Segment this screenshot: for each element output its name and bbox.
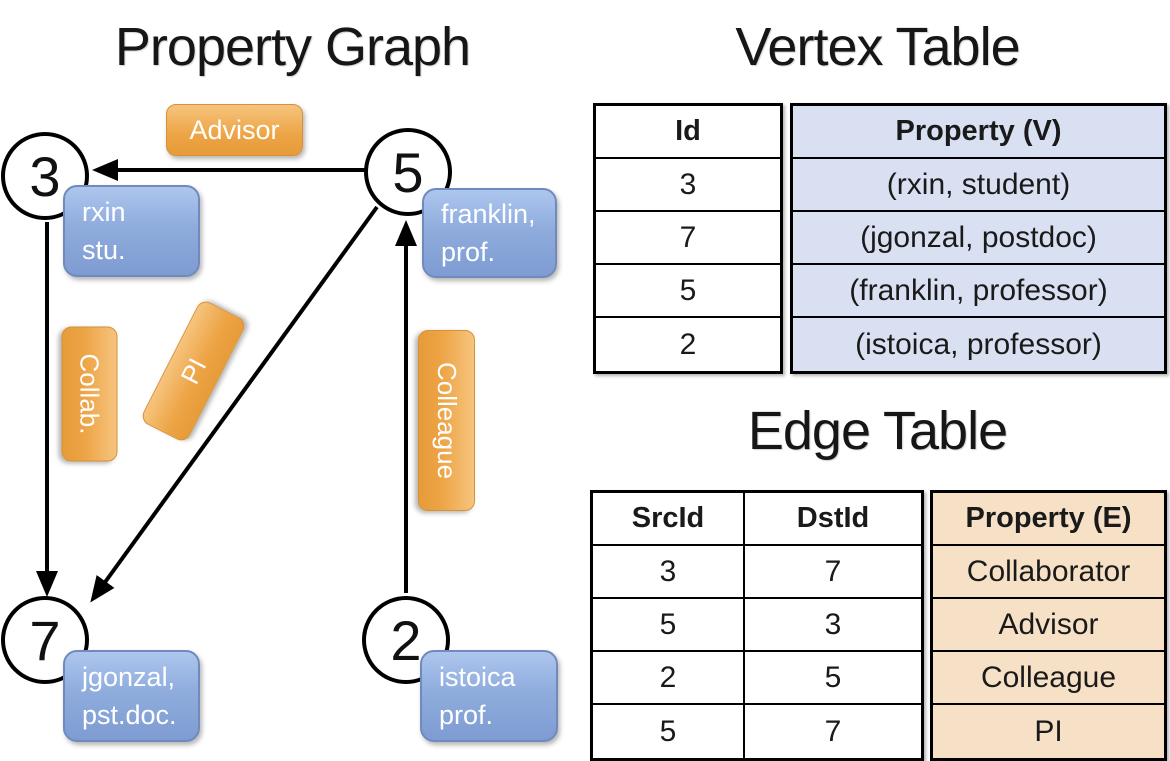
edge-label-collaborator-text: Collab. [75, 353, 105, 435]
edge-label-colleague: Colleague [418, 330, 475, 511]
edge-line-pi-5-7 [90, 205, 379, 603]
edge-table-dst-cell: 7 [745, 546, 921, 599]
vertex-table-header-id: Id [596, 106, 780, 159]
edge-table-property-cell: Colleague [933, 652, 1164, 705]
edge-label-advisor-text: Advisor [189, 114, 280, 145]
vertex-table-property-cell: (istoica, professor) [855, 327, 1102, 361]
edge-table-dst-cell: 7 [824, 714, 842, 748]
graph-edges-svg [36, 159, 417, 603]
vertex-table-property-column: Property (V) (rxin, student) (jgonzal, p… [790, 103, 1167, 374]
node-7-id: 7 [29, 608, 61, 672]
vertex-label-node-2-line2: prof. [439, 700, 494, 730]
vertex-label-node-2-line1: istoica [439, 662, 516, 692]
node-2-id: 2 [390, 608, 422, 672]
property-graph-title: Property Graph [114, 17, 471, 77]
edge-label-pi-text: PI [174, 353, 212, 389]
edge-table-title: Edge Table [747, 401, 1008, 461]
vertex-table-id-cell: 3 [596, 159, 780, 212]
edge-table-dst-cell: 3 [745, 599, 921, 652]
vertex-table-id-cell: 2 [679, 327, 697, 361]
vertex-label-node-5: franklin, prof. [422, 188, 557, 278]
vertex-label-node-7-line2: pst.doc. [82, 700, 177, 730]
edge-table-src-cell: 2 [593, 652, 745, 705]
edge-label-colleague-text: Colleague [432, 361, 462, 480]
edge-table-header-property: Property (E) [933, 493, 1164, 546]
vertex-label-node-7: jgonzal, pst.doc. [63, 650, 200, 742]
edge-label-collaborator: Collab. [61, 326, 118, 462]
edge-label-advisor: Advisor [166, 104, 303, 156]
vertex-table-property-cell: (jgonzal, postdoc) [793, 212, 1164, 265]
graph-node-2: 2 [362, 596, 450, 684]
vertex-table-id-cell: 7 [596, 212, 780, 265]
vertex-label-node-3-line1: rxin [82, 197, 126, 227]
vertex-label-node-2: istoica prof. [420, 650, 558, 742]
vertex-label-node-3: rxin stu. [63, 185, 200, 277]
edge-table-src-cell: 3 [593, 546, 745, 599]
edge-table-property-cell: PI [1034, 714, 1063, 748]
edge-table-dst-cell: 5 [745, 652, 921, 705]
vertex-label-node-3-line2: stu. [82, 235, 126, 265]
vertex-table-property-cell: (rxin, student) [793, 159, 1164, 212]
edge-table-src-cell: 5 [593, 599, 745, 652]
edge-table-src-cell: 5 [593, 705, 745, 758]
graph-node-5: 5 [364, 128, 452, 216]
edge-table-property-cell: Collaborator [933, 546, 1164, 599]
vertex-label-node-7-line1: jgonzal, [82, 662, 176, 692]
vertex-table-header-property: Property (V) [793, 106, 1164, 159]
vertex-table-title: Vertex Table [735, 17, 1020, 77]
vertex-table-id-cell: 5 [596, 265, 780, 318]
node-5-id: 5 [392, 140, 424, 204]
vertex-label-node-5-line2: prof. [441, 237, 496, 267]
edge-table-property-column: Property (E) Collaborator Advisor Collea… [930, 490, 1167, 761]
edge-table-header-dstid: DstId [745, 493, 921, 546]
vertex-table-property-cell: (franklin, professor) [793, 265, 1164, 318]
edge-table-property-cell: Advisor [933, 599, 1164, 652]
vertex-table-id-column: Id 3 7 5 2 [593, 103, 783, 374]
edge-table-header-srcid: SrcId [593, 493, 745, 546]
edge-table-id-columns: SrcId DstId 3 7 5 3 2 5 5 7 [590, 490, 924, 761]
vertex-label-node-5-line1: franklin, [441, 199, 536, 229]
node-3-id: 3 [29, 144, 61, 208]
